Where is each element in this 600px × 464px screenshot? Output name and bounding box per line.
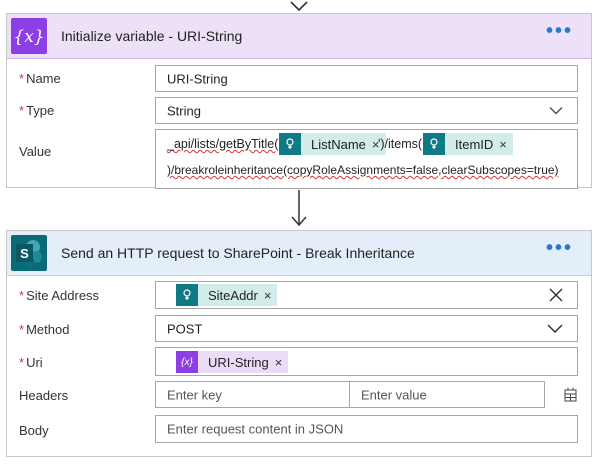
headers-label: Headers — [19, 388, 69, 403]
body-label: Body — [19, 423, 49, 438]
remove-token-icon[interactable]: × — [274, 354, 283, 370]
listname-token[interactable]: ListName × — [279, 133, 386, 155]
name-field[interactable]: URI-String — [155, 65, 578, 92]
site-address-field[interactable]: SiteAddr × — [155, 281, 578, 309]
method-dropdown[interactable]: POST — [155, 315, 578, 342]
card-title: Initialize variable - URI-String — [61, 28, 243, 44]
svg-text:{x}: {x} — [13, 27, 44, 47]
site-address-label: *Site Address — [19, 288, 100, 303]
flow-arrow-top — [290, 1, 308, 12]
remove-token-icon[interactable]: × — [499, 136, 507, 152]
uri-label: *Uri — [19, 355, 43, 370]
value-text-part2: ')/items( — [378, 137, 423, 151]
card-title: Send an HTTP request to SharePoint - Bre… — [61, 245, 415, 261]
sharepoint-token-icon — [176, 284, 198, 306]
body-input[interactable]: Enter request content in JSON — [155, 415, 578, 443]
sharepoint-token-icon — [279, 133, 301, 155]
sharepoint-http-request-card: S Send an HTTP request to SharePoint - B… — [6, 230, 592, 457]
remove-token-icon[interactable]: × — [263, 287, 272, 303]
chevron-down-icon — [547, 323, 563, 333]
more-options-icon[interactable]: ••• — [545, 20, 573, 42]
header-key-input[interactable]: Enter key — [155, 381, 351, 408]
uri-string-token[interactable]: {x} URI-String × — [176, 351, 289, 373]
more-options-icon[interactable]: ••• — [545, 237, 573, 259]
type-dropdown[interactable]: String — [155, 97, 578, 124]
uri-field[interactable]: {x} URI-String × — [155, 347, 578, 376]
siteaddr-token[interactable]: SiteAddr × — [176, 284, 278, 306]
variable-token-icon: {x} — [176, 351, 198, 373]
variable-icon: {x} — [11, 18, 47, 54]
itemid-token[interactable]: ItemID × — [423, 133, 513, 155]
card-header[interactable]: S Send an HTTP request to SharePoint - B… — [7, 231, 591, 276]
initialize-variable-card: {x} Initialize variable - URI-String •••… — [6, 13, 592, 189]
svg-text:S: S — [20, 246, 29, 261]
clear-icon[interactable] — [549, 288, 563, 302]
sharepoint-token-icon — [423, 133, 445, 155]
value-text-part1: _api/lists/getByTitle(' — [167, 137, 281, 151]
remove-token-icon[interactable]: × — [371, 136, 380, 152]
switch-to-text-mode-icon[interactable] — [563, 387, 579, 403]
type-label: *Type — [19, 103, 55, 118]
flow-arrow — [291, 190, 307, 227]
value-label: Value — [19, 144, 52, 159]
method-label: *Method — [19, 322, 70, 337]
value-field[interactable]: _api/lists/getByTitle(' ListName × ')/it… — [155, 129, 578, 189]
value-text-part3: )/breakroleinheritance(copyRoleAssignmen… — [167, 163, 559, 177]
chevron-down-icon — [549, 106, 563, 114]
card-header[interactable]: {x} Initialize variable - URI-String ••• — [7, 14, 591, 59]
name-label: *Name — [19, 71, 61, 86]
sharepoint-icon: S — [11, 235, 47, 271]
header-value-input[interactable]: Enter value — [349, 381, 545, 408]
